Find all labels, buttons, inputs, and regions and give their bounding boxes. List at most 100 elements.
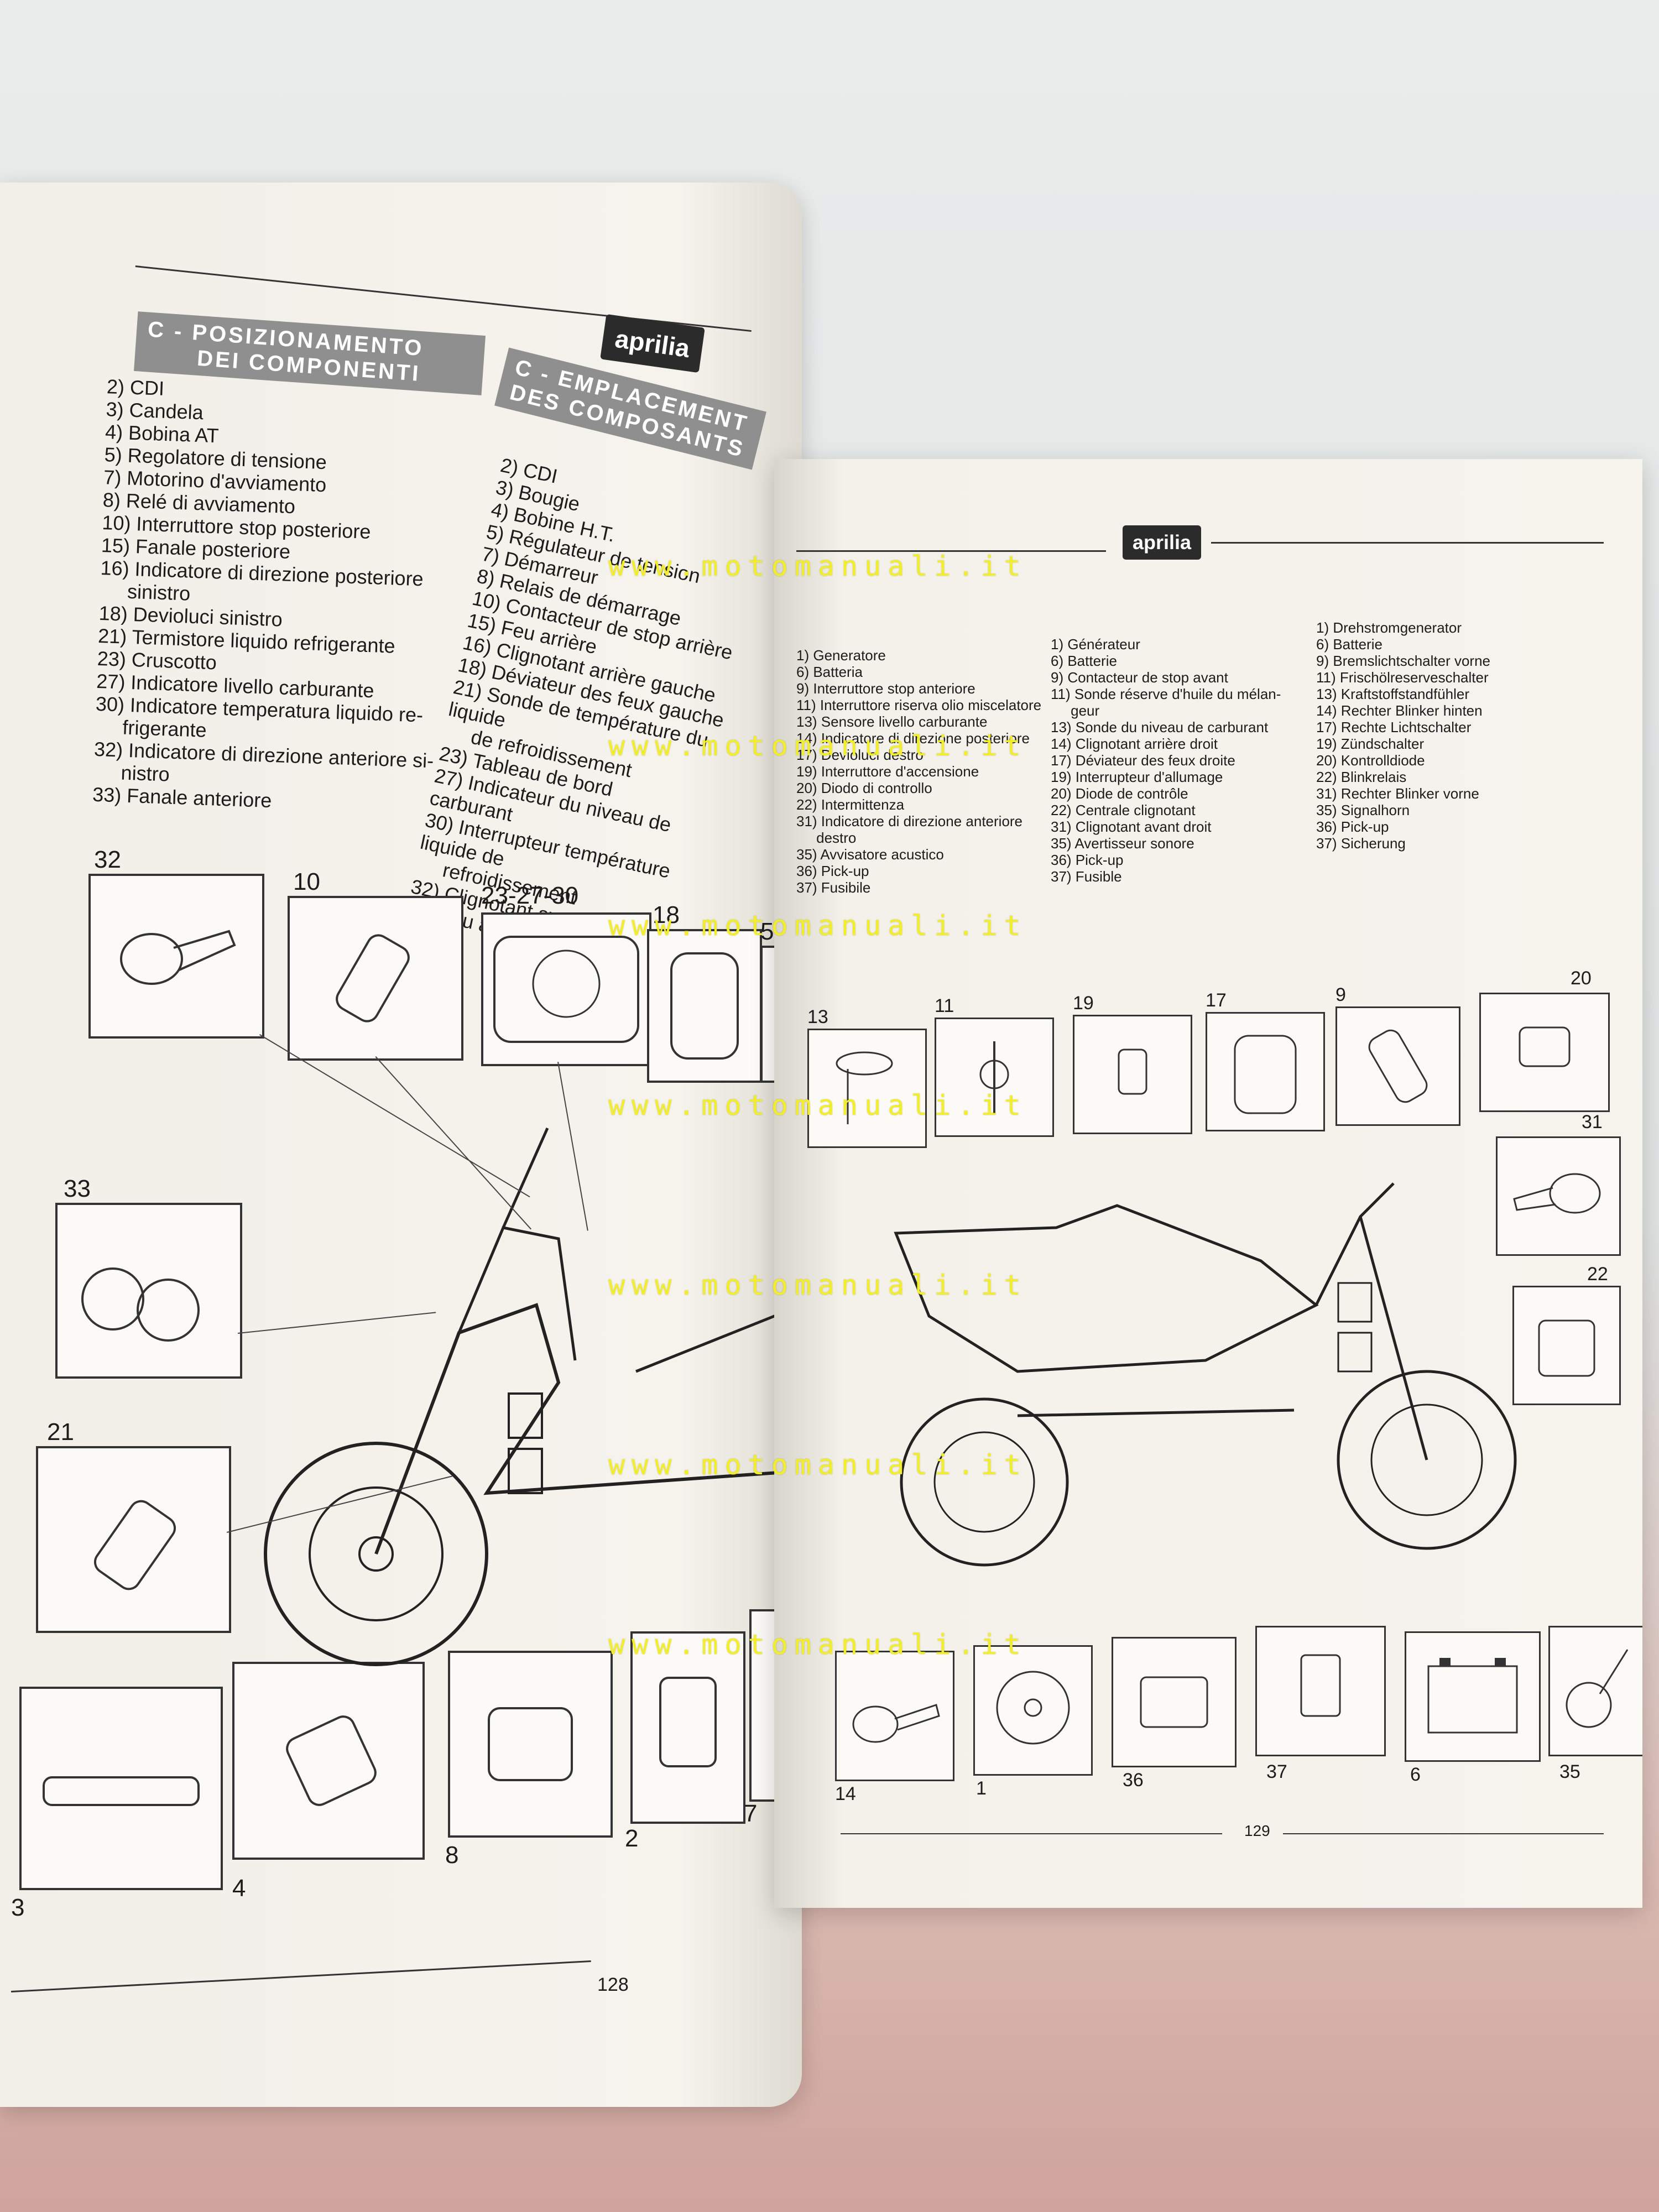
component-box-14 <box>835 1651 954 1781</box>
list-item: 9) Contacteur de stop avant <box>1051 669 1228 686</box>
component-box-20 <box>1479 993 1610 1112</box>
list-item: 22) Intermittenza <box>796 796 905 813</box>
stop-switch-icon <box>336 934 410 1022</box>
watermark: www.motomanuali.it <box>608 1089 1027 1121</box>
list-item: 35) Signalhorn <box>1316 802 1410 818</box>
list-item: 31) Clignotant avant droit <box>1051 818 1212 835</box>
list-item: 37) Fusible <box>1051 868 1122 885</box>
component-box-35 <box>1548 1626 1642 1756</box>
list-item: 36) Pick-up <box>1051 852 1124 868</box>
front-stop-switch-icon <box>1368 1029 1428 1103</box>
fuel-sensor-icon <box>836 1051 893 1124</box>
list-item: 9) Bremslichtschalter vorne <box>1316 653 1490 669</box>
label-20: 20 <box>1571 968 1592 989</box>
watermark: www.motomanuali.it <box>608 1629 1027 1661</box>
list-item: 6) Batterie <box>1051 653 1117 669</box>
label-18: 18 <box>653 901 680 928</box>
list-item: 14) Rechter Blinker hinten <box>1316 702 1483 719</box>
component-box-33 <box>55 1203 242 1379</box>
component-box-13 <box>807 1029 927 1148</box>
section-title-fr: C - EMPLACEMENT DES COMPOSANTS <box>494 347 766 470</box>
component-box-32 <box>88 874 264 1039</box>
list-item: 22) Blinkrelais <box>1316 769 1407 785</box>
spark-plug-icon <box>43 1776 200 1806</box>
bottom-rule <box>1283 1833 1604 1834</box>
label-37: 37 <box>1266 1761 1287 1782</box>
label-8: 8 <box>445 1841 459 1869</box>
label-1: 1 <box>976 1778 987 1799</box>
component-box-2 <box>630 1631 745 1824</box>
component-box-1 <box>973 1645 1093 1776</box>
component-box-4 <box>232 1662 425 1860</box>
component-box-11 <box>935 1018 1054 1137</box>
label-36: 36 <box>1123 1770 1144 1791</box>
list-item: 1) Drehstromgenerator <box>1316 619 1462 636</box>
list-item: 11) Frischölreserveschalter <box>1316 669 1489 686</box>
horn-icon <box>1566 1649 1629 1728</box>
oil-reserve-switch-icon <box>979 1041 1009 1113</box>
label-23-27-30: 23-27-30 <box>481 882 579 909</box>
component-box-3 <box>19 1687 223 1890</box>
list-item: 37) Sicherung <box>1316 835 1406 852</box>
pick-up-icon <box>1140 1676 1208 1728</box>
component-box-22 <box>1512 1286 1621 1405</box>
list-item: 19) Interrupteur d'allumage <box>1051 769 1223 785</box>
list-item: 13) Kraftstoffstandfühler <box>1316 686 1470 702</box>
component-box-23-27-30 <box>481 912 651 1066</box>
relay-icon <box>488 1707 573 1781</box>
list-item: 1) Générateur <box>1051 636 1140 653</box>
ignition-coil-icon <box>286 1715 377 1806</box>
turn-signal-icon <box>120 930 236 985</box>
ignition-key-icon <box>1118 1048 1147 1095</box>
battery-icon <box>1427 1658 1518 1734</box>
thermistor-icon <box>93 1500 176 1590</box>
label-2: 2 <box>625 1825 639 1852</box>
component-box-6 <box>1405 1631 1541 1762</box>
component-box-10 <box>288 896 463 1061</box>
list-item: 17) Déviateur des feux droite <box>1051 752 1235 769</box>
list-item: 37) Fusibile <box>796 879 871 896</box>
watermark: www.motomanuali.it <box>608 550 1027 582</box>
label-31: 31 <box>1582 1112 1603 1133</box>
component-box-19 <box>1073 1015 1192 1134</box>
label-14: 14 <box>835 1783 856 1804</box>
list-item: 11) Sonde réserve d'huile du mélan- geur <box>1051 686 1281 719</box>
list-item: 35) Avertisseur sonore <box>1051 835 1194 852</box>
component-box-18 <box>647 929 762 1083</box>
list-item: 6) Batterie <box>1316 636 1383 653</box>
list-item: 13) Sonde du niveau de carburant <box>1051 719 1269 735</box>
component-list-it: 1) Generatore 6) Batteria 9) Interruttor… <box>796 647 1056 896</box>
component-box-21 <box>36 1446 231 1633</box>
scooter-left-drawing <box>264 1127 802 1666</box>
cdi-icon <box>659 1677 717 1767</box>
label-4: 4 <box>232 1875 246 1902</box>
list-item: 11) Interruttore riserva olio miscelator… <box>796 697 1042 713</box>
list-item: 20) Diode de contrôle <box>1051 785 1188 802</box>
component-box-36 <box>1112 1637 1237 1767</box>
list-item: 31) Rechter Blinker vorne <box>1316 785 1479 802</box>
label-33: 33 <box>64 1175 91 1202</box>
list-item: 19) Zündschalter <box>1316 735 1425 752</box>
flasher-relay-icon <box>1538 1319 1595 1377</box>
turn-signal-icon <box>1513 1173 1601 1214</box>
list-item: 36) Pick-up <box>1316 818 1389 835</box>
label-3: 3 <box>11 1894 25 1921</box>
label-22: 22 <box>1587 1264 1608 1285</box>
list-item: 9) Interruttore stop anteriore <box>796 680 975 697</box>
list-item: 1) Generatore <box>796 647 886 664</box>
top-rule <box>796 550 1106 552</box>
label-32: 32 <box>94 846 121 873</box>
list-item: 20) Kontrolldiode <box>1316 752 1425 769</box>
label-5: 5 <box>760 918 774 945</box>
generator-icon <box>996 1671 1070 1745</box>
label-9: 9 <box>1335 984 1346 1005</box>
label-19: 19 <box>1073 993 1094 1014</box>
left-page: aprilia C - POSIZIONAMENTO DEI COMPONENT… <box>0 182 802 2107</box>
list-item: 36) Pick-up <box>796 863 869 879</box>
label-10: 10 <box>293 868 320 895</box>
handlebar-switch-icon <box>1234 1035 1297 1114</box>
page-number: 129 <box>1244 1822 1270 1839</box>
list-item: 31) Indicatore di direzione anteriore de… <box>796 813 1023 846</box>
dashboard-icon <box>493 936 639 1043</box>
list-item: 35) Avvisatore acustico <box>796 846 944 863</box>
